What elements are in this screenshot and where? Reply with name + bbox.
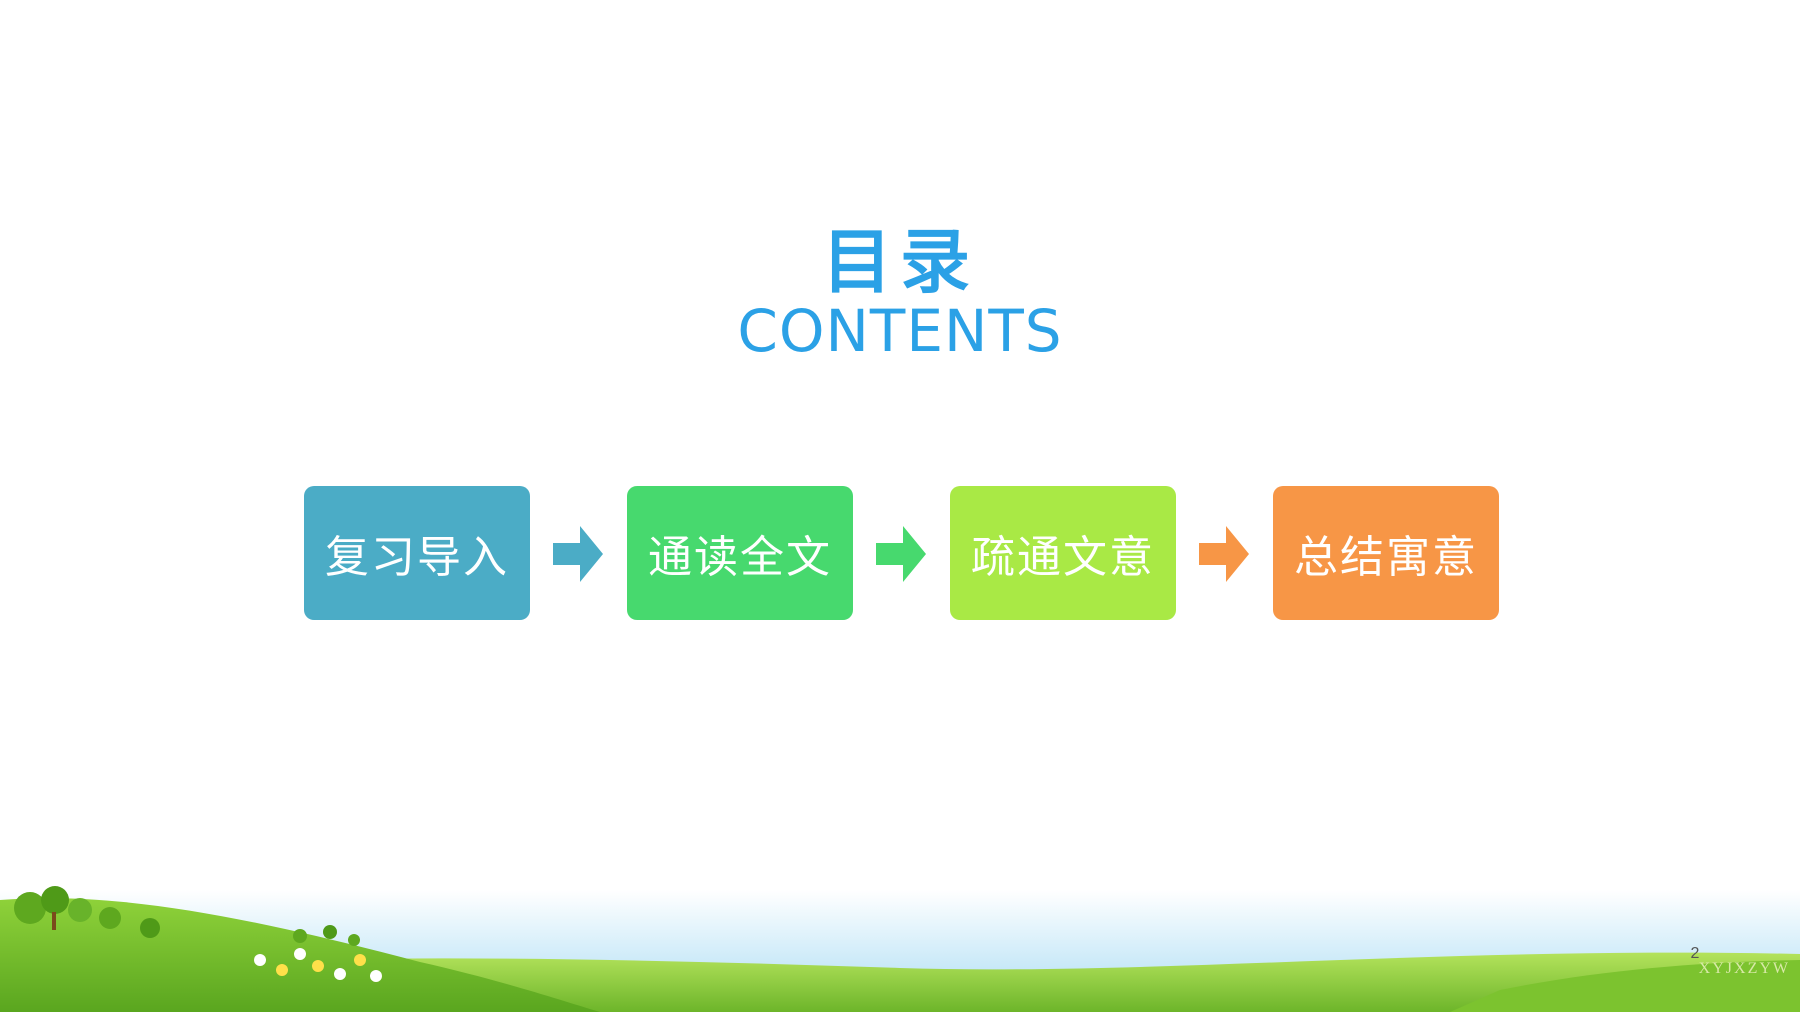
slide-title: 目录 xyxy=(822,221,978,303)
watermark: XYJXZYW xyxy=(1698,960,1790,977)
arrow-right-icon xyxy=(553,526,603,582)
page-number: 2 xyxy=(1690,945,1700,962)
step-box-summarize-moral[interactable]: 总结寓意 xyxy=(1273,486,1499,620)
step-label: 复习导入 xyxy=(325,532,509,583)
arrow-right-icon xyxy=(1199,526,1249,582)
slide-subtitle: CONTENTS xyxy=(737,297,1063,365)
grass-hills-decoration xyxy=(0,886,1800,1012)
step-box-understand-meaning[interactable]: 疏通文意 xyxy=(950,486,1176,620)
step-box-read-through[interactable]: 通读全文 xyxy=(627,486,853,620)
step-label: 通读全文 xyxy=(648,532,832,583)
step-box-review-intro[interactable]: 复习导入 xyxy=(304,486,530,620)
tree-icon xyxy=(14,886,160,938)
flower-icon xyxy=(254,925,382,982)
arrow-right-icon xyxy=(876,526,926,582)
process-flow: 复习导入 通读全文 疏通文意 总结寓意 xyxy=(0,486,1800,620)
step-label: 总结寓意 xyxy=(1294,532,1478,583)
step-label: 疏通文意 xyxy=(971,532,1155,583)
